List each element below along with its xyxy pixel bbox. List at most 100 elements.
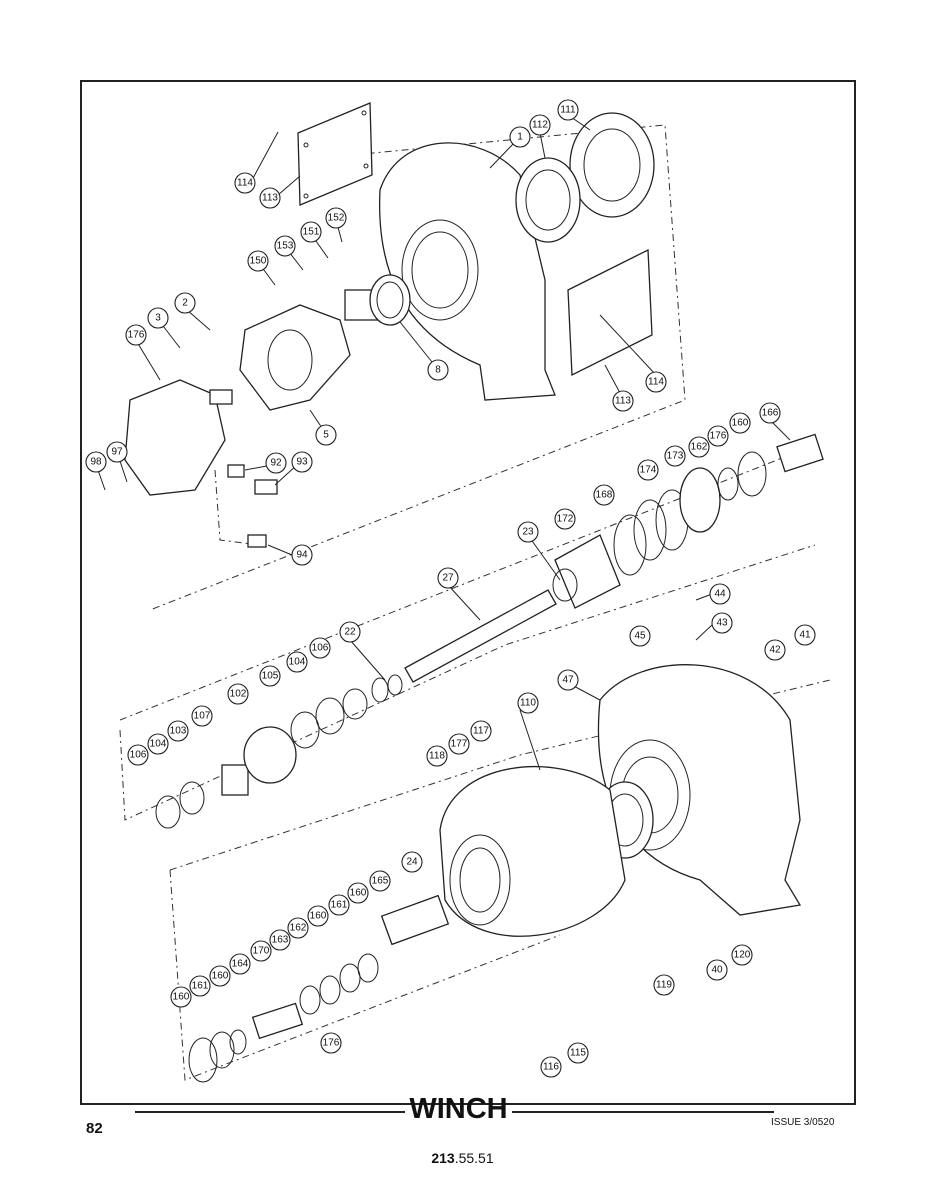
diagram-frame [80,80,856,1105]
callout-160-a: 160 [347,882,369,904]
callout-22: 22 [339,621,361,643]
svg-text:103: 103 [170,726,187,737]
document-number: 213.55.51 [0,1150,925,1166]
svg-text:2: 2 [182,298,188,309]
callout-47: 47 [557,669,579,691]
svg-text:160: 160 [350,888,367,899]
callout-160-c: 160 [209,965,231,987]
svg-text:106: 106 [312,643,329,654]
callout-42: 42 [764,639,786,661]
svg-text:165: 165 [372,876,389,887]
callout-93: 93 [291,451,313,473]
svg-text:163: 163 [272,935,289,946]
callout-160-upper: 160 [729,412,751,434]
svg-text:44: 44 [714,589,726,600]
callout-176-motor: 176 [125,324,147,346]
svg-text:102: 102 [230,689,247,700]
svg-text:3: 3 [155,313,161,324]
svg-text:160: 160 [173,992,190,1003]
svg-text:168: 168 [596,490,613,501]
callout-105: 105 [259,665,281,687]
callout-118: 118 [426,745,448,767]
svg-text:120: 120 [734,950,751,961]
callout-173: 173 [664,445,686,467]
callout-119: 119 [653,974,675,996]
callout-5: 5 [315,424,337,446]
callout-106-right: 106 [309,637,331,659]
title-rule-left [135,1111,405,1113]
winch-drum-110 [439,765,626,937]
page-number: 82 [86,1120,103,1137]
callout-115: 115 [567,1042,589,1064]
svg-text:160: 160 [732,418,749,429]
svg-text:43: 43 [716,618,728,629]
svg-text:117: 117 [473,726,489,737]
brake-assembly-lower [188,953,379,1083]
callout-23: 23 [517,521,539,543]
page-title: WINCH [409,1093,508,1125]
svg-text:8: 8 [435,365,441,376]
svg-text:161: 161 [331,900,348,911]
callout-97: 97 [106,441,128,463]
callout-45: 45 [629,625,651,647]
callout-27: 27 [437,567,459,589]
svg-text:174: 174 [640,465,657,476]
callout-110: 110 [517,692,539,714]
svg-text:45: 45 [634,631,646,642]
svg-text:106: 106 [130,750,147,761]
callout-150: 150 [247,250,269,272]
svg-text:105: 105 [262,671,279,682]
callout-92: 92 [265,452,287,474]
svg-text:27: 27 [442,573,454,584]
svg-text:93: 93 [296,457,308,468]
motor-adapter-5 [239,304,351,411]
document-number-bold: 213 [431,1150,455,1166]
callout-164: 164 [229,953,251,975]
callout-116: 116 [540,1056,562,1078]
svg-text:113: 113 [262,193,278,204]
seal-8 [369,274,411,326]
callout-151: 151 [300,221,322,243]
svg-text:151: 151 [303,227,320,238]
svg-text:177: 177 [451,739,468,750]
svg-text:162: 162 [290,923,307,934]
output-shaft-24 [380,894,450,946]
callout-177: 177 [448,733,470,755]
hydraulic-motor-176 [124,379,233,496]
callout-41: 41 [794,624,816,646]
callout-162-lower: 162 [287,917,309,939]
cover-plate-top [297,102,373,206]
svg-text:98: 98 [90,457,102,468]
svg-text:176: 176 [128,330,145,341]
callout-168: 168 [593,484,615,506]
callout-104-right: 104 [286,651,308,673]
callout-98: 98 [85,451,107,473]
svg-text:114: 114 [648,377,664,388]
svg-text:115: 115 [570,1048,586,1059]
callout-40: 40 [706,959,728,981]
svg-text:94: 94 [296,550,308,561]
cover-plate-side [567,248,653,377]
svg-text:161: 161 [192,981,209,992]
svg-text:119: 119 [656,980,672,991]
callout-174: 174 [637,459,659,481]
svg-text:97: 97 [111,447,123,458]
svg-text:160: 160 [212,971,229,982]
svg-text:42: 42 [769,645,781,656]
svg-text:170: 170 [253,946,270,957]
svg-text:113: 113 [615,396,631,407]
callout-170: 170 [250,940,272,962]
callout-153: 153 [274,235,296,257]
callout-24: 24 [401,851,423,873]
svg-text:107: 107 [194,711,211,722]
svg-text:47: 47 [562,675,574,686]
callout-161-b: 161 [189,975,211,997]
drive-shaft-27 [404,589,557,683]
callout-166: 166 [759,402,781,424]
svg-text:112: 112 [532,120,548,131]
svg-text:104: 104 [289,657,306,668]
svg-text:173: 173 [667,451,684,462]
svg-text:118: 118 [429,751,445,762]
brake-hub-172 [552,534,621,609]
